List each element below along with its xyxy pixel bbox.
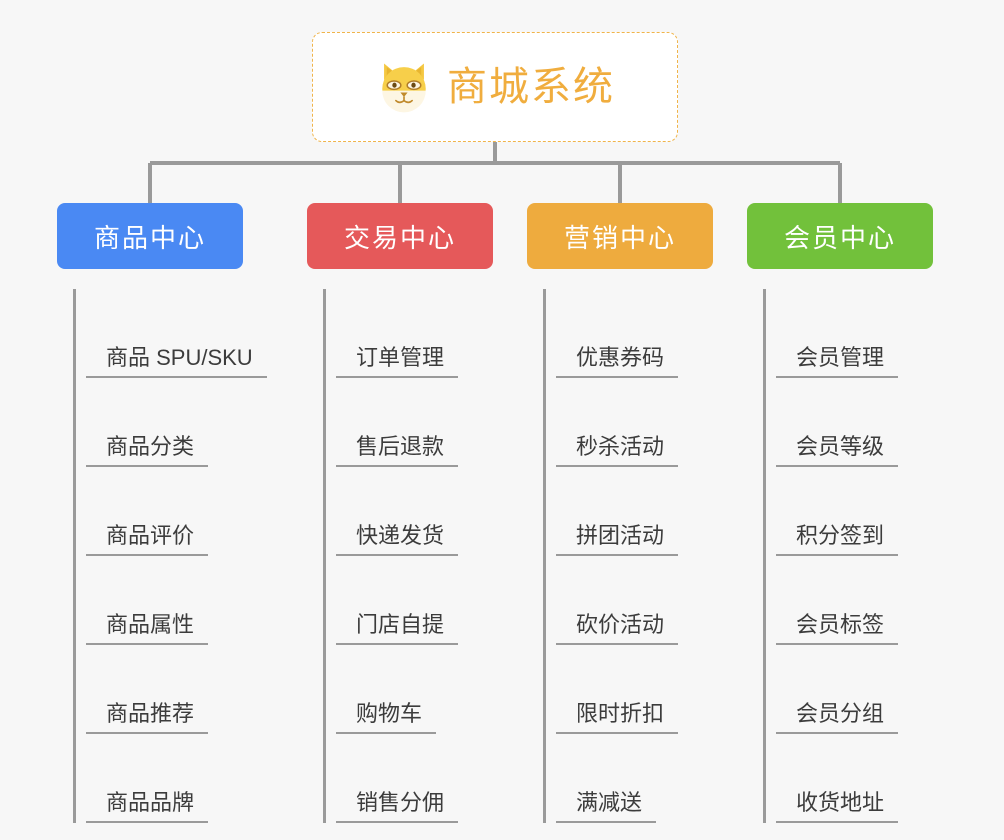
leaf-label: 会员管理 bbox=[776, 345, 899, 378]
category-box-member-center[interactable]: 会员中心 bbox=[747, 203, 933, 269]
leaf-item[interactable]: 秒杀活动 bbox=[546, 378, 747, 467]
root-title: 商城系统 bbox=[447, 65, 615, 109]
leaf-label: 购物车 bbox=[336, 701, 437, 734]
leaf-list-trade-center: 订单管理 售后退款 快递发货 门店自提 购物车 销售分佣 bbox=[323, 289, 527, 823]
leaf-item[interactable]: 快递发货 bbox=[326, 467, 527, 556]
leaf-label: 商品属性 bbox=[86, 612, 209, 645]
leaf-label: 商品分类 bbox=[86, 434, 209, 467]
leaf-label: 会员标签 bbox=[776, 612, 899, 645]
leaf-label: 会员分组 bbox=[776, 701, 899, 734]
leaf-label: 收货地址 bbox=[776, 790, 899, 823]
leaf-item[interactable]: 商品分类 bbox=[76, 378, 277, 467]
leaf-label: 订单管理 bbox=[336, 345, 459, 378]
leaf-label: 销售分佣 bbox=[336, 790, 459, 823]
leaf-label: 售后退款 bbox=[336, 434, 459, 467]
leaf-item[interactable]: 收货地址 bbox=[766, 734, 967, 823]
category-box-product-center[interactable]: 商品中心 bbox=[57, 203, 243, 269]
leaf-item[interactable]: 砍价活动 bbox=[546, 556, 747, 645]
category-label: 营销中心 bbox=[563, 222, 676, 253]
leaf-item[interactable]: 商品属性 bbox=[76, 556, 277, 645]
leaf-item[interactable]: 会员标签 bbox=[766, 556, 967, 645]
branch-column-3: 营销中心 优惠券码 秒杀活动 拼团活动 砍价活动 限时折扣 bbox=[527, 203, 747, 823]
shiba-dog-face-icon bbox=[382, 63, 426, 113]
leaf-item[interactable]: 商品品牌 bbox=[76, 734, 277, 823]
leaf-item[interactable]: 商品 SPU/SKU bbox=[76, 289, 277, 378]
leaf-item[interactable]: 会员管理 bbox=[766, 289, 967, 378]
leaf-label: 满减送 bbox=[556, 790, 657, 823]
leaf-label: 门店自提 bbox=[336, 612, 459, 645]
branch-column-1: 商品中心 商品 SPU/SKU 商品分类 商品评价 商品属性 商品推荐 bbox=[57, 203, 277, 823]
root-node[interactable]: 商城系统 bbox=[312, 32, 678, 142]
leaf-item[interactable]: 商品评价 bbox=[76, 467, 277, 556]
leaf-item[interactable]: 拼团活动 bbox=[546, 467, 747, 556]
category-label: 商品中心 bbox=[93, 222, 206, 253]
leaf-label: 商品品牌 bbox=[86, 790, 209, 823]
leaf-label: 积分签到 bbox=[776, 523, 899, 556]
leaf-item[interactable]: 优惠券码 bbox=[546, 289, 747, 378]
leaf-label: 限时折扣 bbox=[556, 701, 679, 734]
category-box-marketing-center[interactable]: 营销中心 bbox=[527, 203, 713, 269]
branch-column-2: 交易中心 订单管理 售后退款 快递发货 门店自提 购物车 bbox=[307, 203, 527, 823]
leaf-item[interactable]: 门店自提 bbox=[326, 556, 527, 645]
leaf-item[interactable]: 商品推荐 bbox=[76, 645, 277, 734]
leaf-item[interactable]: 购物车 bbox=[326, 645, 527, 734]
leaf-label: 商品评价 bbox=[86, 523, 209, 556]
leaf-item[interactable]: 满减送 bbox=[546, 734, 747, 823]
leaf-item[interactable]: 会员分组 bbox=[766, 645, 967, 734]
leaf-item[interactable]: 会员等级 bbox=[766, 378, 967, 467]
leaf-label: 秒杀活动 bbox=[556, 434, 679, 467]
branch-column-4: 会员中心 会员管理 会员等级 积分签到 会员标签 会员分组 bbox=[747, 203, 967, 823]
leaf-label: 商品推荐 bbox=[86, 701, 209, 734]
category-box-trade-center[interactable]: 交易中心 bbox=[307, 203, 493, 269]
category-label: 会员中心 bbox=[783, 222, 896, 253]
leaf-label: 快递发货 bbox=[336, 523, 459, 556]
leaf-label: 商品 SPU/SKU bbox=[86, 345, 267, 378]
leaf-list-product-center: 商品 SPU/SKU 商品分类 商品评价 商品属性 商品推荐 商品品牌 bbox=[73, 289, 277, 823]
leaf-item[interactable]: 销售分佣 bbox=[326, 734, 527, 823]
leaf-item[interactable]: 订单管理 bbox=[326, 289, 527, 378]
leaf-label: 拼团活动 bbox=[556, 523, 679, 556]
leaf-label: 优惠券码 bbox=[556, 345, 679, 378]
leaf-item[interactable]: 积分签到 bbox=[766, 467, 967, 556]
leaf-item[interactable]: 售后退款 bbox=[326, 378, 527, 467]
leaf-label: 会员等级 bbox=[776, 434, 899, 467]
leaf-item[interactable]: 限时折扣 bbox=[546, 645, 747, 734]
leaf-list-marketing-center: 优惠券码 秒杀活动 拼团活动 砍价活动 限时折扣 满减送 bbox=[543, 289, 747, 823]
leaf-list-member-center: 会员管理 会员等级 积分签到 会员标签 会员分组 收货地址 bbox=[763, 289, 967, 823]
leaf-label: 砍价活动 bbox=[556, 612, 679, 645]
category-label: 交易中心 bbox=[343, 222, 456, 253]
